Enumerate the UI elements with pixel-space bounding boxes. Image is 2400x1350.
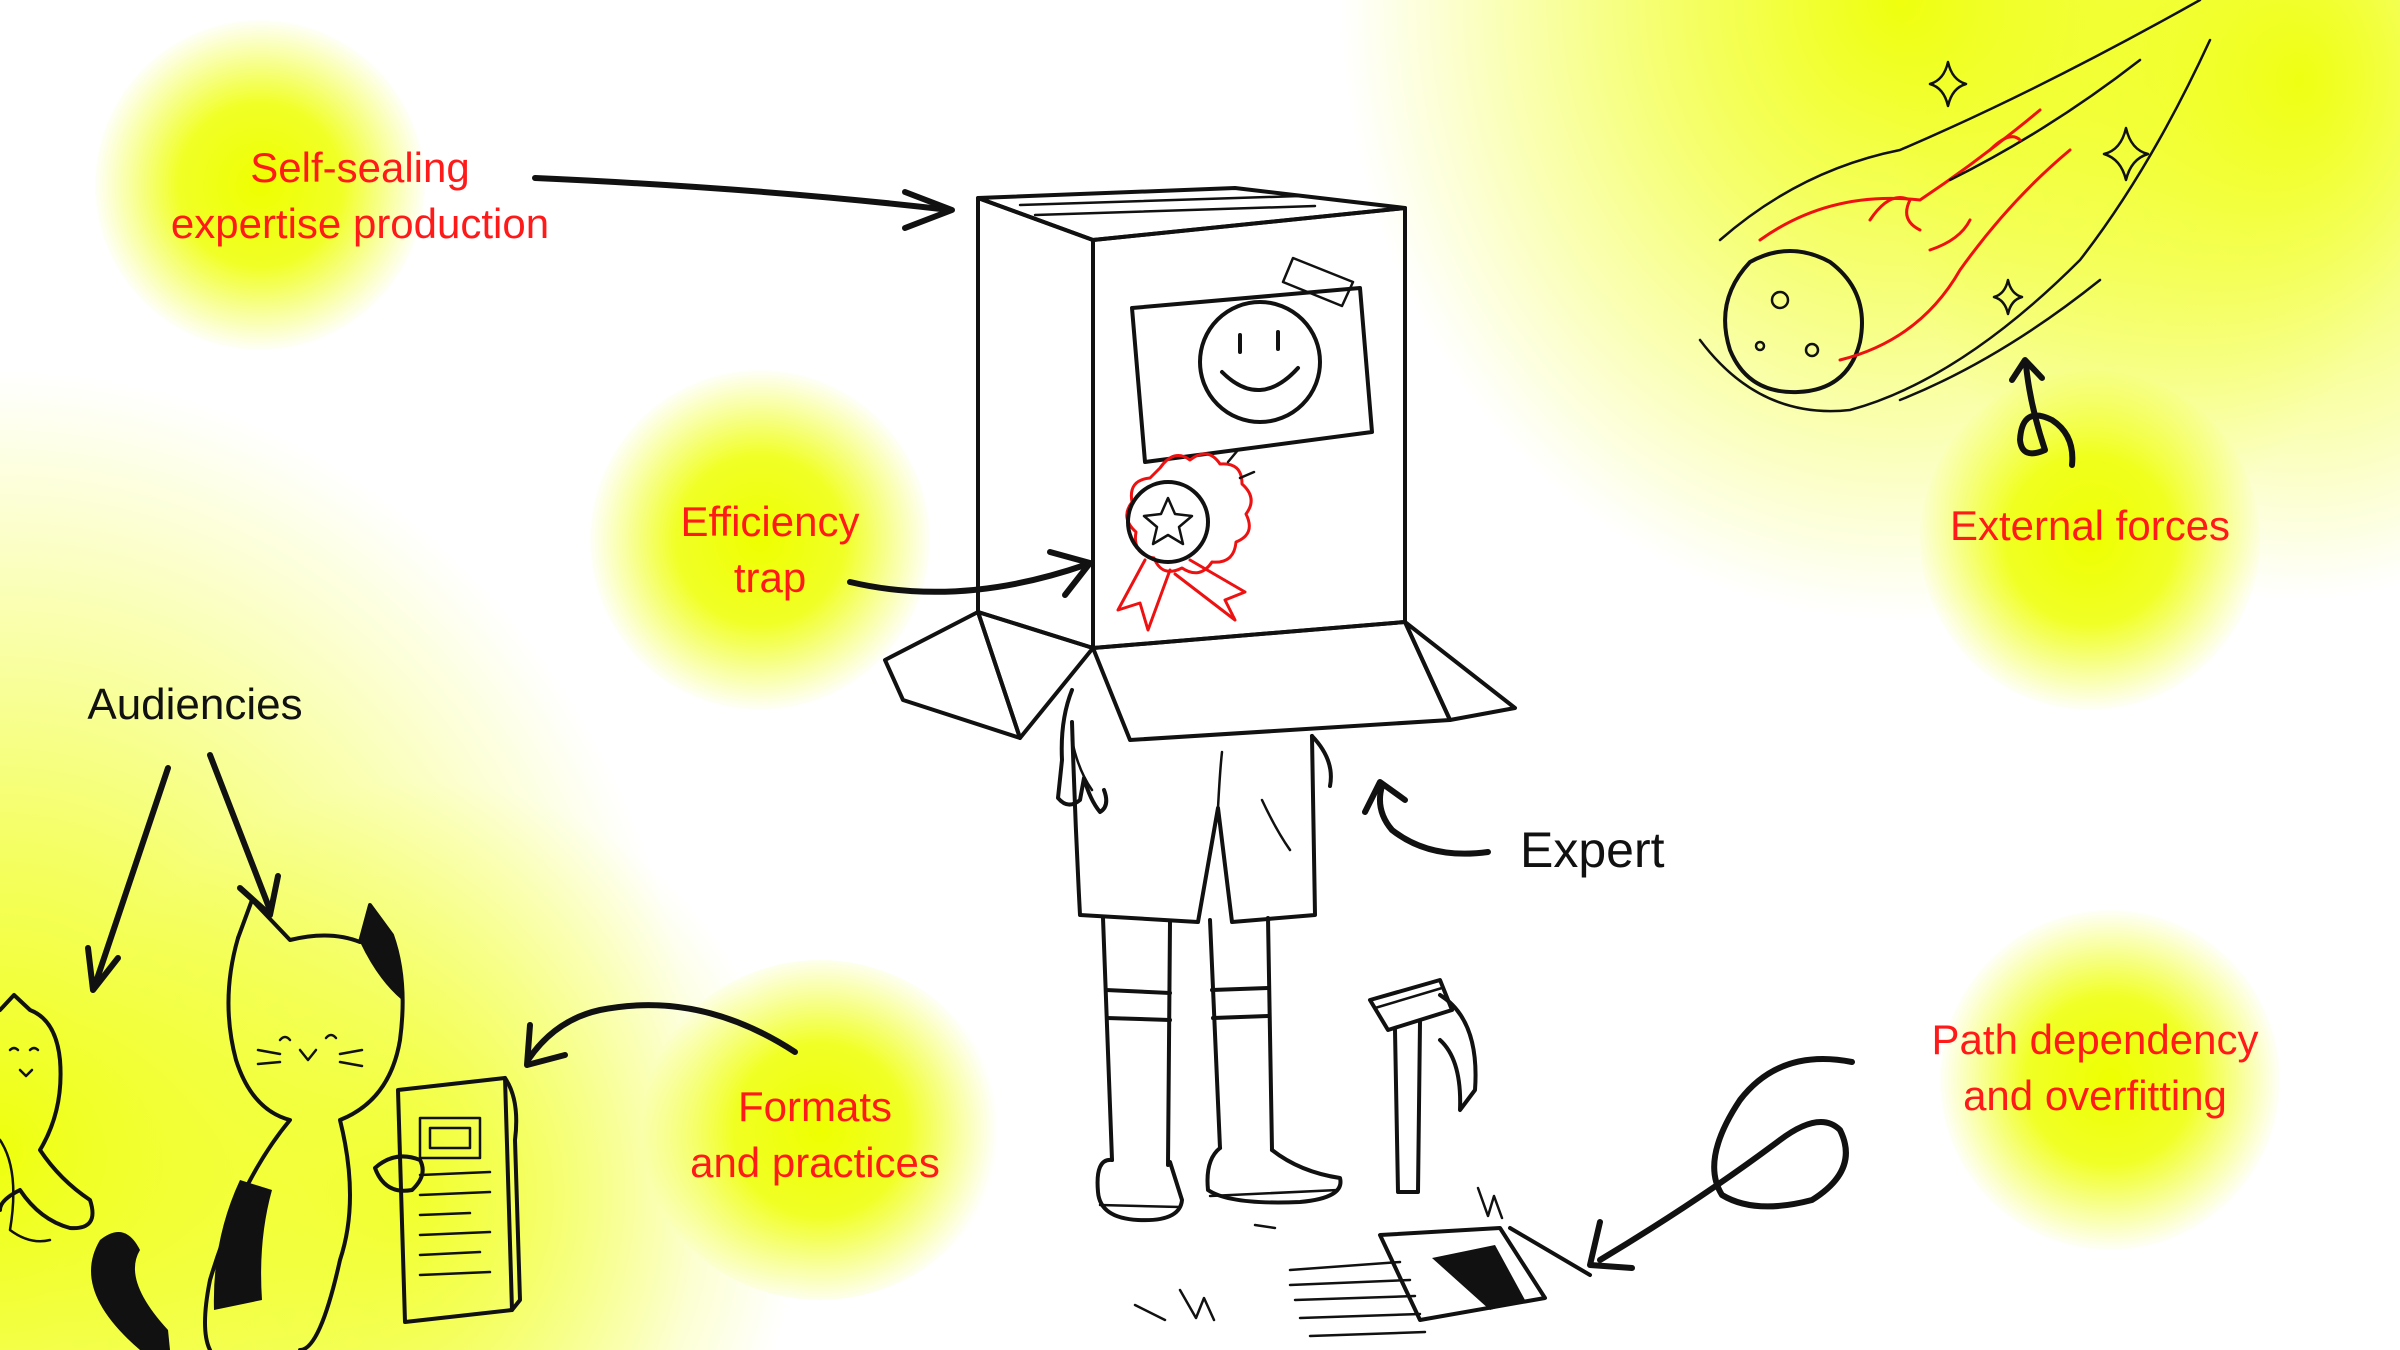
award-ribbon-icon <box>1116 448 1256 632</box>
glow-external-forces <box>1920 370 2260 710</box>
sparkle-icon <box>1928 60 2150 316</box>
label-audiencies: Audiencies <box>87 680 303 729</box>
label-self-sealing: Self-sealing expertise production <box>170 144 550 247</box>
arrow-formats <box>525 1002 798 1063</box>
meteor-icon <box>1698 0 2212 413</box>
label-external-forces: External forces <box>1949 502 2231 549</box>
arrow-external <box>2017 362 2076 468</box>
arrow-audience-right <box>207 752 273 913</box>
glow-formats <box>640 960 1000 1300</box>
arrow-audience-left <box>92 765 171 988</box>
label-efficiency-trap: Efficiency trap <box>680 498 860 601</box>
arrow-path <box>1597 1056 1855 1263</box>
glow-path-dependency <box>1940 910 2280 1250</box>
arrow-expert <box>1377 783 1491 857</box>
newspaper-icon <box>373 1076 522 1324</box>
expert-body <box>1056 688 1343 1223</box>
label-expert: Expert <box>1520 822 1665 878</box>
cat-icon <box>0 898 405 1350</box>
label-path-dependency: Path dependency and overfitting <box>1931 1016 2259 1119</box>
smiley-icon <box>1130 256 1374 464</box>
hammer-icon <box>1368 978 1478 1194</box>
arrow-self-sealing <box>532 175 953 213</box>
glow-efficiency-trap <box>590 370 930 710</box>
box-head-icon <box>883 186 1517 742</box>
label-formats-practices: Formats and practices <box>690 1083 940 1186</box>
arrow-icon <box>85 175 2076 1271</box>
glow-self-sealing <box>95 20 425 350</box>
pit-icon <box>1133 1186 1592 1338</box>
arrow-efficiency <box>847 562 1088 595</box>
